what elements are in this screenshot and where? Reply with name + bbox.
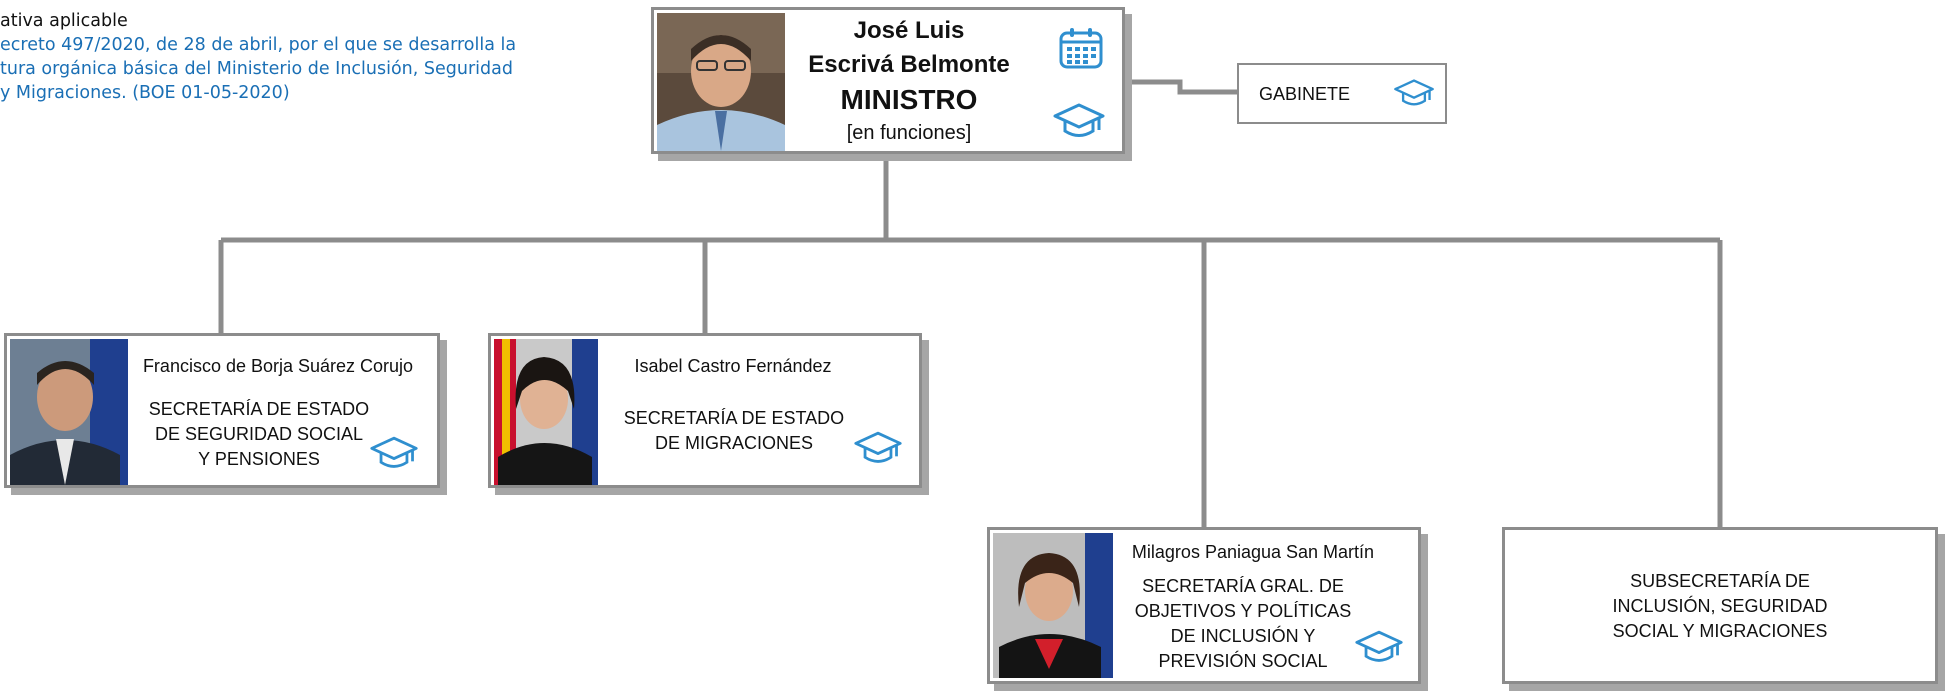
unit-line-2: DE MIGRACIONES (654, 433, 814, 453)
unit-title: SUBSECRETARÍA DE INCLUSIÓN, SEGURIDAD SO… (1565, 569, 1875, 644)
minister-name-line-2: Escrivá Belmonte (808, 51, 1010, 78)
unit-title: SECRETARÍA DE ESTADO DE MIGRACIONES (611, 406, 857, 456)
minister-photo (657, 13, 785, 151)
minister-box[interactable]: José Luis Escrivá Belmonte MINISTRO [en … (651, 7, 1125, 154)
unit-box-seguridad-social[interactable]: Francisco de Borja Suárez Corujo SECRETA… (4, 333, 440, 488)
unit-title: SECRETARÍA DE ESTADO DE SEGURIDAD SOCIAL… (143, 397, 375, 472)
graduation-cap-icon[interactable] (1052, 101, 1106, 141)
unit-line-1: SUBSECRETARÍA DE (1630, 571, 1810, 591)
unit-line-3: SOCIAL Y MIGRACIONES (1612, 621, 1828, 641)
unit-box-subsecretaria[interactable]: SUBSECRETARÍA DE INCLUSIÓN, SEGURIDAD SO… (1502, 527, 1938, 684)
person-name: Francisco de Borja Suárez Corujo (142, 356, 414, 376)
legal-label: ativa aplicable (0, 11, 128, 31)
unit-line-4: PREVISIÓN SOCIAL (1158, 651, 1328, 671)
unit-box-objetivos-politicas[interactable]: Milagros Paniagua San Martín SECRETARÍA … (987, 527, 1421, 684)
minister-status: [en funciones] (846, 122, 972, 144)
gabinete-label: GABINETE (1259, 84, 1351, 104)
unit-line-2: DE SEGURIDAD SOCIAL (154, 424, 364, 444)
calendar-icon[interactable] (1058, 26, 1104, 70)
unit-line-2: INCLUSIÓN, SEGURIDAD (1612, 596, 1828, 616)
unit-line-1: SECRETARÍA DE ESTADO (623, 408, 845, 428)
unit-line-2: OBJETIVOS Y POLÍTICAS (1134, 601, 1352, 621)
legal-line-2: tura orgánica básica del Ministerio de I… (0, 59, 513, 79)
person-photo (10, 339, 128, 485)
legal-line-3: y Migraciones. (BOE 01-05-2020) (0, 83, 290, 103)
unit-line-3: DE INCLUSIÓN Y (1170, 626, 1316, 646)
unit-line-3: Y PENSIONES (198, 449, 320, 469)
gabinete-box[interactable]: GABINETE (1237, 63, 1447, 124)
unit-title: SECRETARÍA GRAL. DE OBJETIVOS Y POLÍTICA… (1130, 574, 1356, 674)
unit-line-1: SECRETARÍA DE ESTADO (148, 399, 370, 419)
person-photo (494, 339, 598, 485)
person-photo (993, 533, 1113, 678)
minister-name-line-1: José Luis (853, 17, 965, 44)
person-name: Milagros Paniagua San Martín (1131, 542, 1375, 562)
graduation-cap-icon[interactable] (1354, 628, 1404, 666)
minister-title: MINISTRO (840, 84, 978, 115)
unit-box-migraciones[interactable]: Isabel Castro Fernández SECRETARÍA DE ES… (488, 333, 922, 488)
graduation-cap-icon[interactable] (369, 434, 419, 472)
minister-caption: José Luis Escrivá Belmonte MINISTRO [en … (794, 14, 1024, 148)
unit-line-1: SECRETARÍA GRAL. DE (1142, 576, 1344, 596)
graduation-cap-icon[interactable] (1393, 77, 1435, 109)
person-name: Isabel Castro Fernández (634, 356, 832, 376)
graduation-cap-icon[interactable] (853, 429, 903, 467)
legal-reference: ativa aplicable ecreto 497/2020, de 28 d… (0, 9, 516, 105)
legal-line-1: ecreto 497/2020, de 28 de abril, por el … (0, 35, 517, 55)
